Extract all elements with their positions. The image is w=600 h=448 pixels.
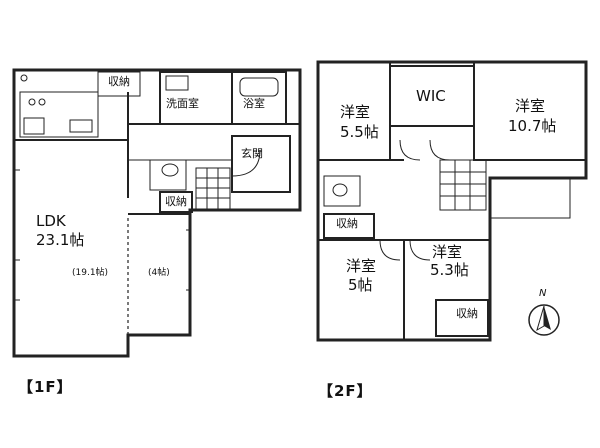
ldk-sub2-label: (4帖) [148, 268, 170, 278]
room-ne-name-label: 洋室 [515, 97, 546, 115]
ldk-name-label: LDK [36, 212, 66, 230]
room-se-size-label: 5.3帖 [430, 261, 469, 279]
storage-mid-box [159, 191, 193, 213]
storage-top-label: 収納 [108, 75, 130, 88]
storage-right-label: 収納 [456, 307, 478, 320]
storage-left-label: 収納 [336, 217, 358, 230]
floor2-tag: 【2F】 [318, 382, 373, 400]
entrance-label: 玄関 [241, 147, 263, 160]
washroom-label: 洗面室 [166, 97, 199, 110]
room-sw-size-label: 5帖 [348, 276, 373, 294]
floor1-outer-wall [12, 68, 302, 358]
north-arrow-icon: N [524, 288, 564, 338]
storage-top-box [97, 71, 141, 97]
compass-circle-icon [528, 304, 560, 336]
storage-left-box [323, 213, 375, 239]
balcony [489, 177, 571, 219]
ldk-sub1-label: (19.1帖) [72, 268, 109, 278]
room-ne-size-label: 10.7帖 [508, 117, 557, 135]
floor2-plan [316, 60, 588, 342]
ldk-size-label: 23.1帖 [36, 231, 85, 249]
wic-label: WIC [416, 87, 446, 105]
kitchen-counter [19, 91, 99, 138]
bathroom-label: 浴室 [243, 97, 265, 110]
entrance-box [231, 135, 291, 193]
floor1-tag: 【1F】 [18, 378, 73, 396]
floor1-stairs [195, 167, 231, 211]
room-nw-size-label: 5.5帖 [340, 123, 379, 141]
room-se-name-label: 洋室 [432, 243, 463, 261]
floor1-plan [12, 68, 302, 358]
compass-label: N [539, 288, 547, 299]
room-sw-name-label: 洋室 [346, 257, 377, 275]
room-nw-name-label: 洋室 [340, 103, 371, 121]
floor2-stairs [439, 159, 487, 211]
storage-mid-label: 収納 [165, 195, 187, 208]
storage-right-box [435, 299, 489, 337]
